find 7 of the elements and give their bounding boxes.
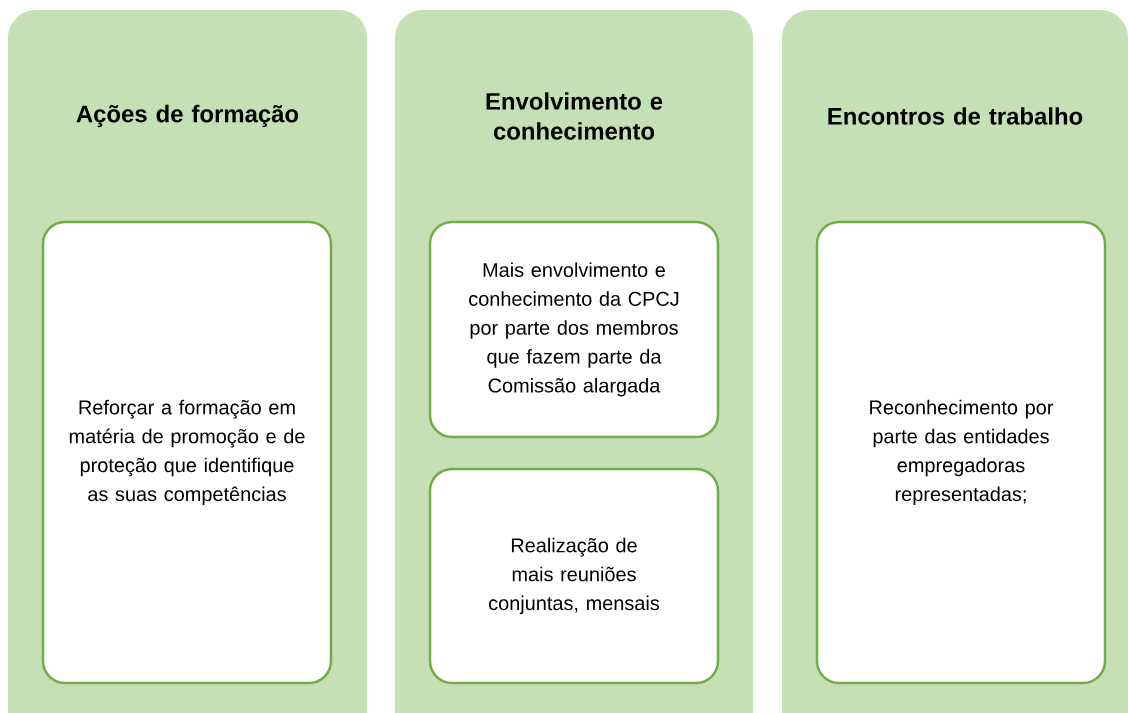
panel-heading: Ações de formação: [76, 104, 299, 128]
panel-heading: Encontros de trabalho: [828, 107, 1083, 125]
panel-heading: Envolvimento e conhecimento: [486, 92, 663, 140]
text-box: Reconhecimento por parte das entidades empregadoras representadas;: [815, 220, 1107, 685]
text-box: Realização de mais reuniões conjuntas, mensais: [428, 467, 720, 685]
text-box: Mais envolvimento e conhecimento da CPCJ por parte dos membros que fazem parte da Comissão alargada: [428, 220, 720, 439]
text-box: Reforçar a formação em matéria de promoção e de proteção que identifique as suas competências: [41, 220, 333, 685]
